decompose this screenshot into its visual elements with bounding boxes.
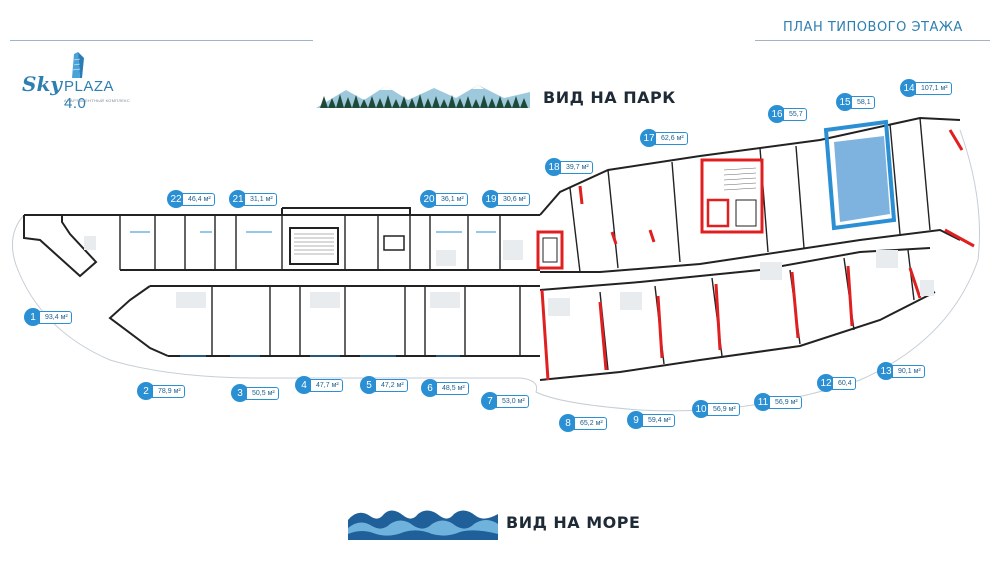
logo-sky-text: Sky	[22, 72, 62, 96]
unit-15-highlight[interactable]	[823, 119, 897, 231]
tower-logo-icon	[72, 52, 84, 78]
building-contour	[11, 129, 980, 412]
view-sea-label: ВИД НА МОРЕ	[506, 513, 641, 532]
page-title: ПЛАН ТИПОВОГО ЭТАЖА	[783, 20, 963, 35]
logo-subtitle: АПАРТАМЕНТНЫЙ КОМПЛЕКС	[64, 98, 131, 103]
sea-waves-icon	[348, 510, 498, 540]
header-line-right	[755, 40, 990, 41]
logo: Sky PLAZA 4.0 АПАРТАМЕНТНЫЙ КОМПЛЕКС	[22, 50, 132, 112]
mountains-forest-icon	[316, 85, 530, 108]
header-line-left	[10, 40, 313, 41]
view-park-label: ВИД НА ПАРК	[543, 88, 676, 107]
logo-plaza-text: PLAZA 4.0	[64, 78, 114, 112]
